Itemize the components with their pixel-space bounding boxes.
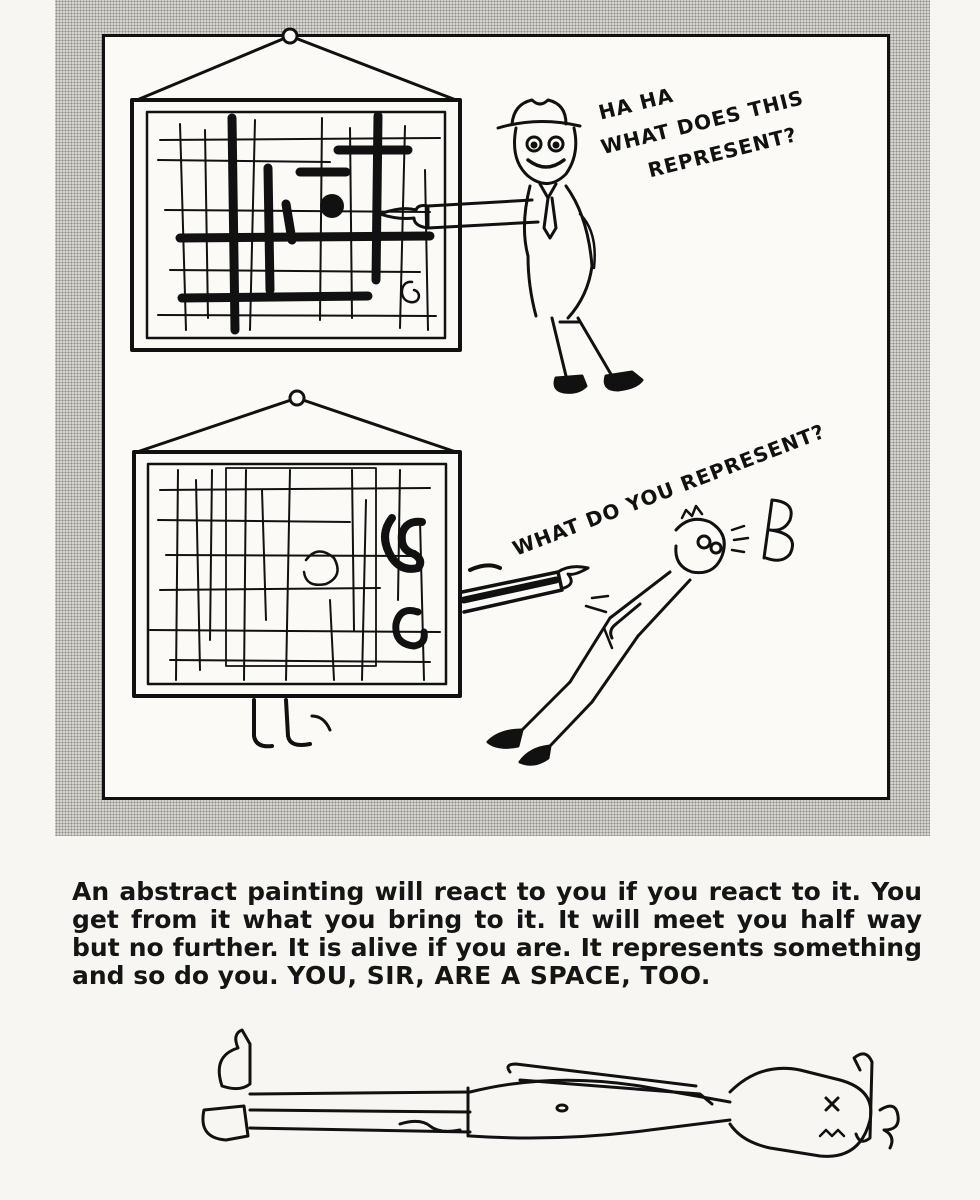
speech-top: HA HA WHAT DOES THIS REPRESENT?: [596, 83, 806, 183]
top-man: [378, 98, 644, 394]
bottom-painting: [132, 389, 590, 749]
signature: [762, 498, 794, 562]
caption-emphasis: YOU, SIR, ARE A SPACE, TOO.: [287, 961, 711, 990]
falling-man: [486, 504, 750, 766]
speech-bottom: WHAT DO YOU REPRESENT?: [509, 419, 828, 561]
lying-man: [201, 1028, 900, 1158]
speech-top-line-1: HA HA: [596, 83, 676, 125]
caption: An abstract painting will react to you i…: [72, 878, 922, 990]
caption-body: An abstract painting will react to you i…: [72, 877, 922, 990]
top-painting: [130, 27, 462, 352]
